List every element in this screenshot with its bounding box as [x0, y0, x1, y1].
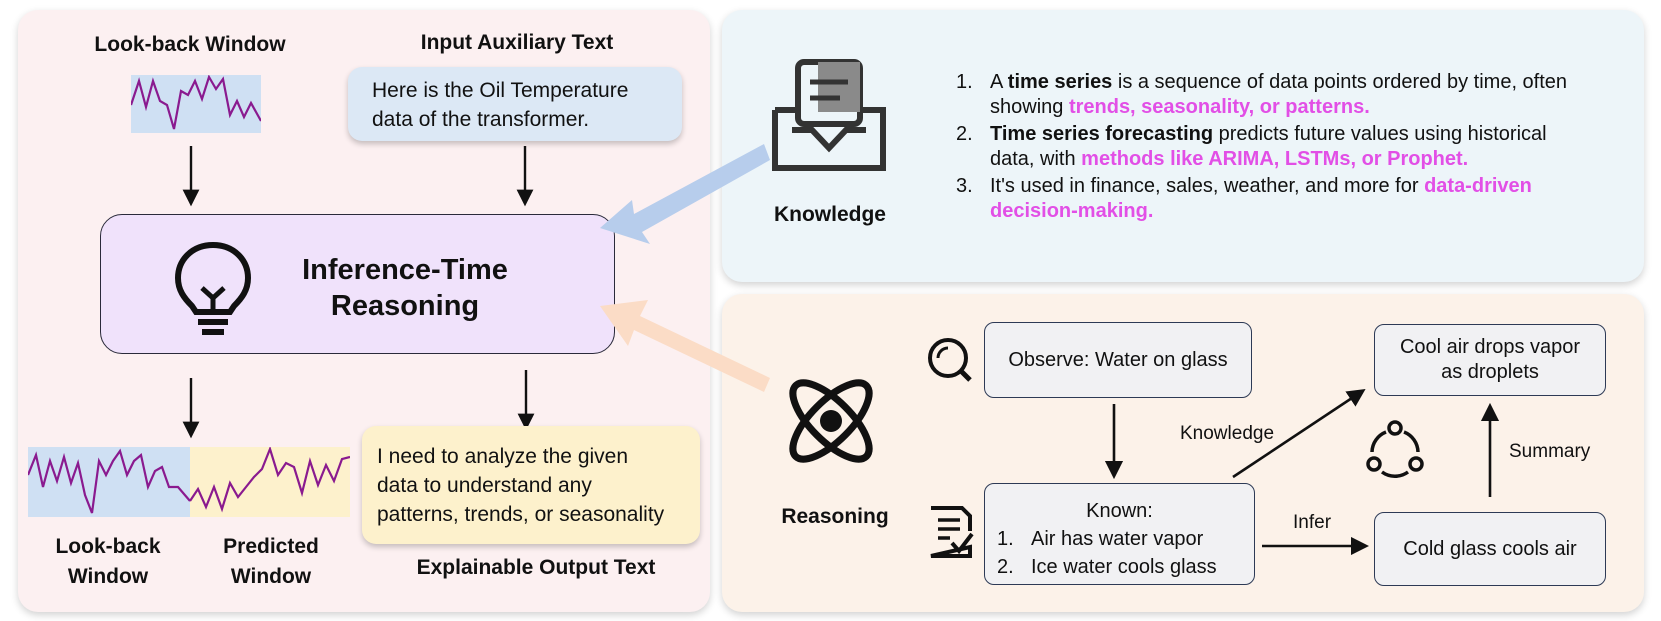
inference-reasoning-title-line: Reasoning — [330, 290, 480, 322]
knowledge-item: 1. A time series is a sequence of data po… — [956, 70, 1576, 120]
predicted-series-line — [189, 447, 350, 513]
edge-label-summary: Summary — [1509, 441, 1591, 462]
knowledge-item-term: time series — [1007, 71, 1113, 93]
inbox-document-icon — [772, 59, 886, 171]
cool-air-line: Cool air drops vapor — [1399, 336, 1581, 358]
atom-icon — [789, 379, 873, 463]
aux-text-bubble: Here is the Oil Temperature data of the … — [348, 67, 682, 141]
known-item-number: 1. — [997, 528, 1014, 550]
knowledge-label: Knowledge — [773, 203, 886, 226]
output-text-line: data to understand any — [377, 474, 592, 497]
knowledge-item-text: A — [990, 71, 1008, 93]
output-text-line: patterns, trends, or seasonality — [377, 503, 665, 526]
output-text-line: I need to analyze the given — [377, 445, 629, 468]
output-label-line: Window — [230, 565, 312, 588]
cool-air-box: Cool air drops vapor as droplets — [1374, 324, 1606, 396]
lightbulb-icon — [174, 241, 252, 335]
known-item: 1. Air has water vapor — [997, 528, 1254, 556]
known-title: Known: — [1086, 500, 1153, 522]
aux-text-title: Input Auxiliary Text — [420, 31, 614, 54]
output-label-line: Look-back — [55, 535, 161, 558]
cycle-icon — [1366, 420, 1424, 478]
lookback-series-line — [131, 75, 261, 130]
output-label-line: Predicted — [223, 535, 319, 558]
knowledge-item-term: Time series forecasting — [990, 123, 1214, 145]
knowledge-item-number: 2. — [956, 123, 973, 145]
panel-connector-arrows — [600, 144, 770, 392]
known-item: 2. Ice water cools glass — [997, 556, 1254, 584]
knowledge-item-text: is a sequence of data points ordered by … — [990, 71, 1568, 118]
lookback-window-area — [28, 447, 190, 517]
checklist-icon — [930, 506, 974, 558]
inference-reasoning-title-line: Inference-Time — [302, 254, 508, 286]
output-label-lookback: Look-back Window — [48, 532, 168, 592]
knowledge-item-highlight: trends, seasonality, or patterns. — [1068, 96, 1370, 118]
output-label-predicted: Predicted Window — [211, 532, 331, 592]
known-item-number: 2. — [997, 556, 1014, 578]
inference-reasoning-title: Inference-Time Reasoning — [290, 252, 520, 324]
knowledge-item-text: predicts future values using historical … — [990, 123, 1547, 170]
lookback-window-title: Look-back Window — [94, 33, 286, 56]
edge-label-knowledge: Knowledge — [1180, 423, 1275, 444]
lookback-sparkline — [131, 75, 261, 133]
knowledge-item-number: 1. — [956, 71, 973, 93]
knowledge-to-reasoning-arrow — [600, 144, 770, 244]
output-text-title: Explainable Output Text — [416, 556, 656, 579]
knowledge-item-highlight: data-driven decision-making. — [990, 175, 1532, 222]
aux-text-line: Here is the Oil Temperature — [372, 79, 629, 102]
output-label-line: Window — [67, 565, 149, 588]
knowledge-list: 1. A time series is a sequence of data po… — [956, 70, 1576, 226]
knowledge-item: 3. It's used in finance, sales, weather, … — [956, 174, 1576, 224]
arrow-known-to-coolair — [1232, 388, 1366, 479]
forecast-chart — [28, 447, 350, 517]
cold-glass-box: Cold glass cools air — [1374, 512, 1606, 586]
knowledge-item-text: It's used in finance, sales, weather, an… — [990, 175, 1425, 197]
search-icon — [928, 338, 972, 382]
known-list: 1. Air has water vapor 2. Ice water cools g… — [997, 528, 1254, 584]
known-item-text: Air has water vapor — [1031, 528, 1204, 550]
reasoning-to-inference-arrow — [600, 300, 770, 392]
known-item-text: Ice water cools glass — [1031, 556, 1217, 578]
edge-label-infer: Infer — [1293, 512, 1332, 533]
known-box: Known: 1. Air has water vapor 2. Ice water … — [984, 483, 1255, 585]
lookback-series-line — [28, 448, 191, 514]
cool-air-line: as droplets — [1441, 361, 1539, 383]
aux-text-line: data of the transformer. — [372, 108, 590, 131]
knowledge-item: 2. Time series forecasting predicts futur… — [956, 122, 1576, 172]
predicted-window-area — [190, 447, 350, 517]
inference-reasoning-box — [100, 214, 615, 354]
output-text-bubble: I need to analyze the given data to unde… — [362, 426, 700, 544]
left-arrows — [182, 146, 535, 439]
knowledge-panel — [722, 10, 1644, 282]
knowledge-item-number: 3. — [956, 175, 973, 197]
observe-box: Observe: Water on glass — [984, 322, 1252, 398]
reasoning-label: Reasoning — [781, 505, 889, 528]
knowledge-item-highlight: methods like ARIMA, LSTMs, or Prophet. — [1081, 148, 1469, 170]
